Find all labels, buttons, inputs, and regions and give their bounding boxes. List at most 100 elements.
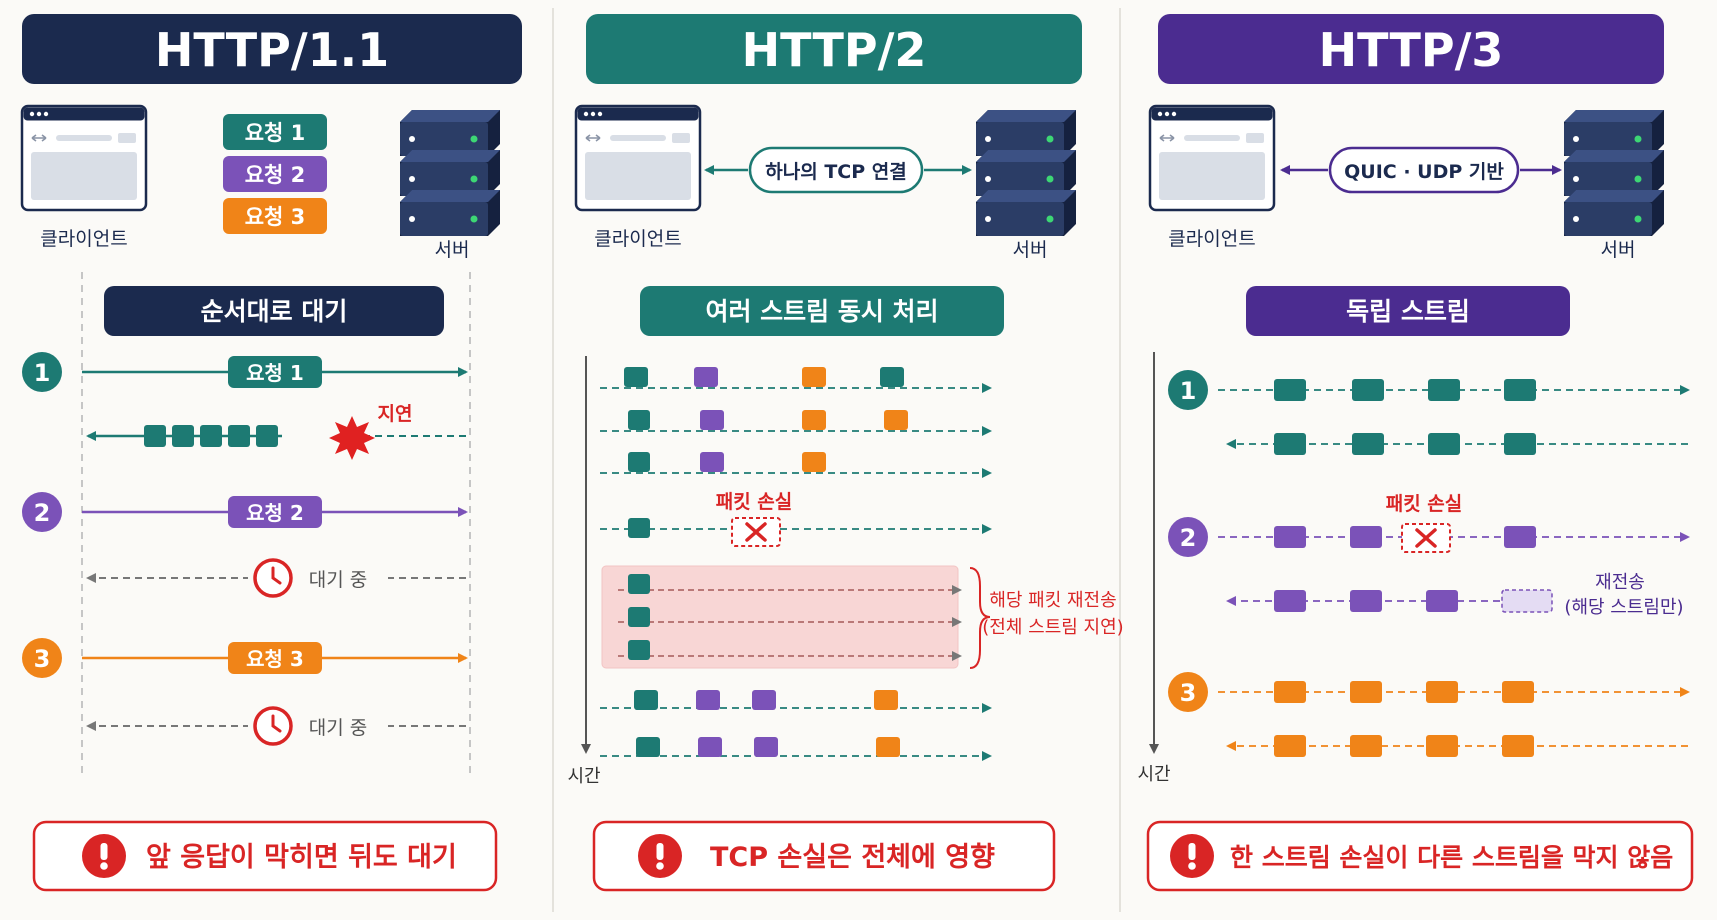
packet bbox=[700, 452, 724, 472]
http2-warning: TCP 손실은 전체에 영향 bbox=[710, 842, 995, 873]
step-2-marker bbox=[22, 492, 62, 532]
http1-warning: 앞 응답이 막히면 뒤도 대기 bbox=[146, 842, 457, 873]
stream-2-packets bbox=[1274, 526, 1536, 612]
svg-text:요청 1: 요청 1 bbox=[245, 121, 306, 145]
http1-title: HTTP/1.1 bbox=[155, 23, 389, 77]
packet bbox=[1350, 681, 1382, 703]
packet bbox=[700, 410, 724, 430]
request-3-label-bg bbox=[228, 642, 322, 674]
http3-packet-loss-label: 패킷 손실 bbox=[1386, 493, 1463, 515]
http1-warning-box bbox=[32, 820, 498, 892]
packet bbox=[876, 737, 900, 757]
packet bbox=[628, 640, 650, 660]
server-rack-icon bbox=[400, 110, 500, 236]
http2-subtitle: 여러 스트림 동시 처리 bbox=[705, 297, 938, 326]
connection-label: QUIC · UDP 기반 bbox=[1344, 161, 1504, 183]
packet bbox=[694, 367, 718, 387]
connection-pill bbox=[1328, 146, 1520, 194]
http3-panel: HTTP/3 클라이언트 QUIC · UDP 기반 서버 독립 스트림 시간 … bbox=[1137, 14, 1694, 892]
server-rack-icon bbox=[976, 110, 1076, 236]
browser-window-icon bbox=[1148, 104, 1276, 212]
step-3-number: 3 bbox=[34, 645, 51, 673]
http1-request-1-badge: 요청 1 bbox=[223, 114, 327, 150]
packet bbox=[1428, 379, 1460, 401]
http1-server-label: 서버 bbox=[435, 239, 470, 261]
stream-1-marker bbox=[1168, 370, 1208, 410]
packet bbox=[256, 425, 278, 447]
time-label: 시간 bbox=[567, 766, 600, 787]
packet bbox=[1350, 590, 1382, 612]
http1-request-3-badge: 요청 3 bbox=[223, 198, 327, 234]
packet bbox=[1428, 433, 1460, 455]
packet bbox=[628, 518, 650, 538]
http3-subtitle: 독립 스트림 bbox=[1346, 297, 1470, 326]
server-rack-icon bbox=[1564, 110, 1664, 236]
packet bbox=[1502, 681, 1534, 703]
http3-retransmit-line1: 재전송 bbox=[1595, 572, 1645, 593]
packet bbox=[200, 425, 222, 447]
packet bbox=[1274, 590, 1306, 612]
packet bbox=[754, 737, 778, 757]
http2-panel: HTTP/2 클라이언트 하나의 TCP 연결 서버 여러 스트림 동시 처리 … bbox=[567, 14, 1124, 892]
connection-pill bbox=[748, 146, 924, 194]
exclamation-icon bbox=[1170, 834, 1214, 878]
packet bbox=[1352, 433, 1384, 455]
exclamation-icon bbox=[82, 834, 126, 878]
http2-subtitle-banner bbox=[640, 286, 1004, 336]
retransmit-region bbox=[601, 565, 959, 669]
http2-client-label: 클라이언트 bbox=[594, 228, 681, 250]
retransmit-brace bbox=[969, 567, 991, 669]
http1-request-2-badge: 요청 2 bbox=[223, 156, 327, 192]
http2-title: HTTP/2 bbox=[742, 23, 927, 77]
packet bbox=[228, 425, 250, 447]
response-1-packets bbox=[144, 425, 278, 447]
packet bbox=[1502, 735, 1534, 757]
retransmit-label-line1: 해당 패킷 재전송 bbox=[989, 590, 1116, 611]
step-2-number: 2 bbox=[34, 499, 51, 527]
http1-title-banner bbox=[22, 14, 522, 84]
http2-packets bbox=[624, 367, 908, 757]
packet bbox=[696, 690, 720, 710]
x-mark-icon bbox=[1415, 528, 1437, 548]
explosion-icon bbox=[329, 416, 375, 460]
step-1-marker bbox=[22, 352, 62, 392]
packet bbox=[1504, 526, 1536, 548]
packet bbox=[634, 690, 658, 710]
delay-label: 지연 bbox=[378, 403, 413, 425]
http1-subtitle-banner bbox=[104, 286, 444, 336]
packet bbox=[628, 452, 650, 472]
packet bbox=[172, 425, 194, 447]
packet bbox=[1504, 433, 1536, 455]
packet bbox=[1350, 735, 1382, 757]
x-mark-icon bbox=[745, 522, 767, 542]
svg-text:요청 3: 요청 3 bbox=[245, 205, 306, 229]
packet bbox=[802, 367, 826, 387]
http2-packet-loss-label: 패킷 손실 bbox=[716, 491, 793, 513]
packet bbox=[884, 410, 908, 430]
stream-3-packets bbox=[1274, 681, 1534, 757]
packet bbox=[1504, 379, 1536, 401]
request-1-label-bg bbox=[228, 356, 322, 388]
request-1-label: 요청 1 bbox=[246, 361, 304, 385]
http3-title-banner bbox=[1158, 14, 1664, 84]
http3-warning-box bbox=[1146, 820, 1694, 892]
http3-subtitle-banner bbox=[1246, 286, 1570, 336]
browser-window-icon bbox=[574, 104, 702, 212]
packet bbox=[1274, 681, 1306, 703]
http1-panel: HTTP/1.1 클라이언트 요청 1 요청 2 요청 3 서버 순서대로 대기… bbox=[20, 14, 522, 892]
packet bbox=[628, 574, 650, 594]
step-1-number: 1 bbox=[34, 359, 51, 387]
svg-text:요청 2: 요청 2 bbox=[245, 163, 306, 187]
packet bbox=[624, 367, 648, 387]
stream-2-number: 2 bbox=[1180, 524, 1197, 552]
waiting-2-label: 대기 중 bbox=[309, 569, 367, 591]
packet bbox=[802, 452, 826, 472]
retransmit-label-line2: (전체 스트림 지연) bbox=[982, 617, 1123, 638]
http3-title: HTTP/3 bbox=[1319, 23, 1504, 77]
packet bbox=[1350, 526, 1382, 548]
step-3-marker bbox=[22, 638, 62, 678]
http3-client-label: 클라이언트 bbox=[1168, 228, 1255, 250]
retransmitted-packet bbox=[1501, 589, 1553, 613]
clock-icon bbox=[253, 706, 293, 746]
